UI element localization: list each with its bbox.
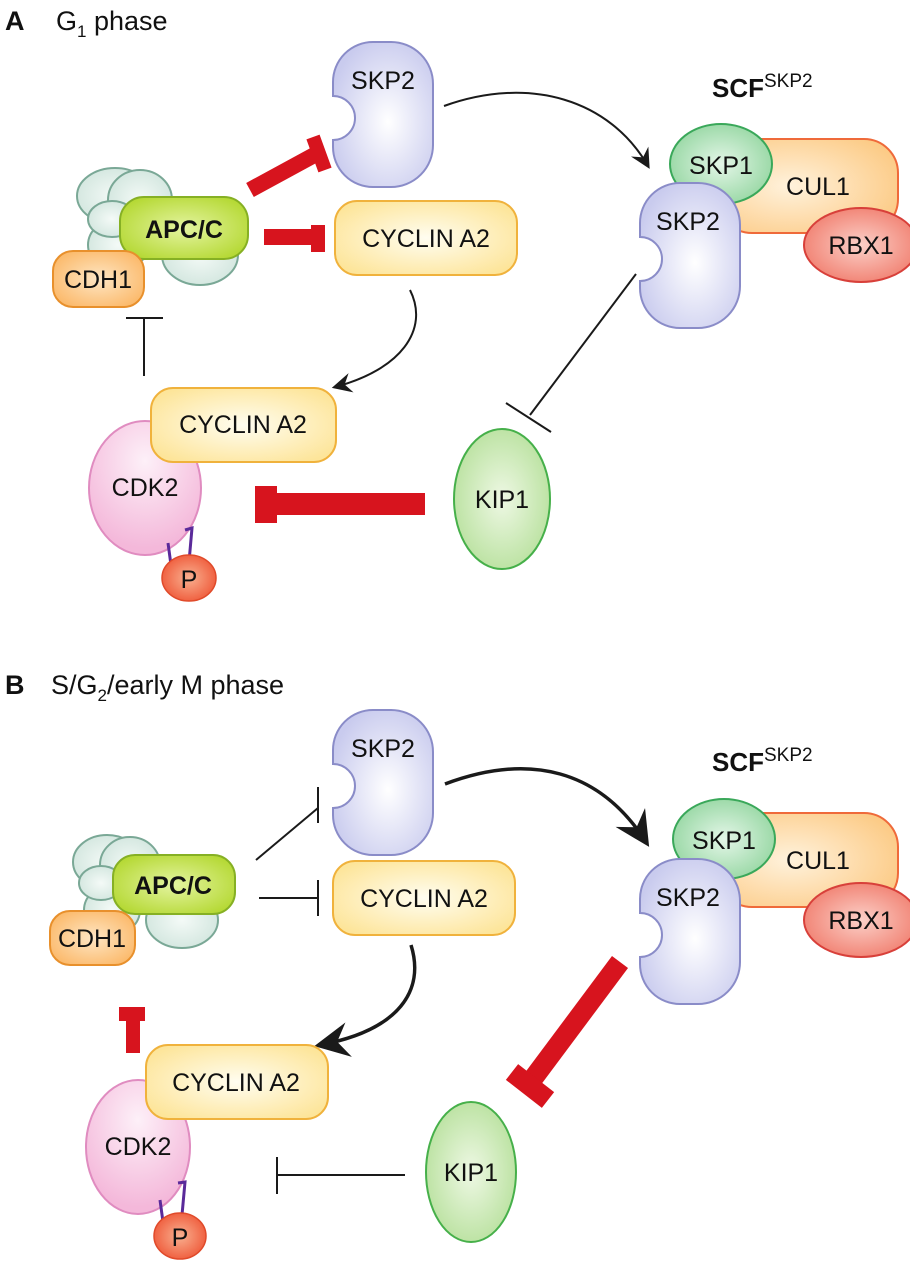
phosphate xyxy=(153,1212,207,1260)
kip1: KIP1 xyxy=(453,428,551,570)
panel-b-title: S/G2/early M phase xyxy=(51,670,284,705)
scf-skp2-complex: SCFSKP2 CUL1 RBX1 SKP1 SKP2 xyxy=(639,71,910,329)
inhibit-kip1-cdk2 xyxy=(255,486,425,523)
svg-text:CUL1: CUL1 xyxy=(786,847,850,875)
scf-title: SCFSKP2 xyxy=(712,71,813,103)
apc-c xyxy=(112,854,236,915)
svg-text:CYCLIN A2: CYCLIN A2 xyxy=(179,411,307,439)
cdh1 xyxy=(49,910,136,966)
skp2-free: SKP2 xyxy=(332,709,434,856)
arrow-skp2-to-scf xyxy=(443,91,650,169)
skp2-free: SKP2 xyxy=(332,41,434,188)
panel-a: A G1 phase SKP2 APC/C CDH1 xyxy=(5,6,910,602)
cdk2-cyclin-complex: CDK2 CYCLIN A2 P xyxy=(85,1044,329,1260)
phosphate xyxy=(161,554,217,602)
svg-text:APC/C: APC/C xyxy=(134,872,212,900)
cyclin-a2-bound xyxy=(145,1044,329,1120)
cyclin-a2-free: CYCLIN A2 xyxy=(332,860,516,936)
svg-text:CYCLIN A2: CYCLIN A2 xyxy=(360,885,488,913)
svg-text:CYCLIN A2: CYCLIN A2 xyxy=(362,225,490,253)
skp2-in-complex: SKP2 xyxy=(639,858,741,1005)
svg-text:P: P xyxy=(181,566,198,594)
scf-skp2-complex: SCFSKP2 CUL1 RBX1 SKP1 SKP2 xyxy=(639,745,910,1005)
panel-b: B S/G2/early M phase SKP2 APC/C CDH1 xyxy=(5,670,910,1260)
svg-text:KIP1: KIP1 xyxy=(475,486,529,514)
rbx1 xyxy=(803,882,910,958)
inhibit-kip1-cdk2 xyxy=(276,1157,405,1194)
svg-text:CDK2: CDK2 xyxy=(112,474,179,502)
svg-text:SKP2: SKP2 xyxy=(656,208,720,236)
arrow-skp2-to-scf xyxy=(444,767,650,847)
arrow-cyclin-binding xyxy=(331,289,418,393)
cdk2-cyclin-complex: CDK2 CYCLIN A2 P xyxy=(88,387,337,602)
svg-text:SKP1: SKP1 xyxy=(689,152,753,180)
scf-title: SCFSKP2 xyxy=(712,745,813,777)
inhibit-apc-skp2 xyxy=(246,134,332,198)
panel-a-title: G1 phase xyxy=(56,6,168,41)
inhibit-apc-cyclin xyxy=(264,225,325,252)
svg-text:CDK2: CDK2 xyxy=(105,1133,172,1161)
svg-text:SKP1: SKP1 xyxy=(692,827,756,855)
inhibit-scf-kip1 xyxy=(505,956,629,1108)
cyclin-a2-free: CYCLIN A2 xyxy=(334,200,518,276)
inhibit-cdk-cdh1 xyxy=(119,1007,145,1053)
svg-text:SKP2: SKP2 xyxy=(351,735,415,763)
svg-text:RBX1: RBX1 xyxy=(828,232,893,260)
cdh1 xyxy=(52,250,145,308)
svg-text:CYCLIN A2: CYCLIN A2 xyxy=(172,1069,300,1097)
svg-text:RBX1: RBX1 xyxy=(828,907,893,935)
svg-text:APC/C: APC/C xyxy=(145,216,223,244)
inhibit-cdk-cdh1 xyxy=(126,317,163,376)
svg-text:SKP2: SKP2 xyxy=(351,67,415,95)
svg-text:KIP1: KIP1 xyxy=(444,1159,498,1187)
svg-text:SKP2: SKP2 xyxy=(656,884,720,912)
svg-text:CUL1: CUL1 xyxy=(786,173,850,201)
panel-a-letter: A xyxy=(5,6,25,36)
svg-text:CDH1: CDH1 xyxy=(64,266,132,294)
apc-c-complex: APC/C CDH1 xyxy=(52,167,249,308)
panel-b-letter: B xyxy=(5,670,25,700)
svg-text:P: P xyxy=(172,1224,189,1252)
cyclin-a2-bound xyxy=(150,387,337,463)
inhibit-apc-cyclin xyxy=(259,880,319,916)
apc-c-complex: APC/C CDH1 xyxy=(49,834,236,966)
kip1: KIP1 xyxy=(425,1101,517,1243)
skp2-in-complex: SKP2 xyxy=(639,182,741,329)
svg-text:CDH1: CDH1 xyxy=(58,925,126,953)
inhibit-apc-skp2 xyxy=(255,787,319,861)
rbx1 xyxy=(803,207,910,283)
arrow-cyclin-binding xyxy=(314,944,417,1057)
inhibit-scf-kip1 xyxy=(505,273,637,433)
apc-c xyxy=(119,196,249,260)
